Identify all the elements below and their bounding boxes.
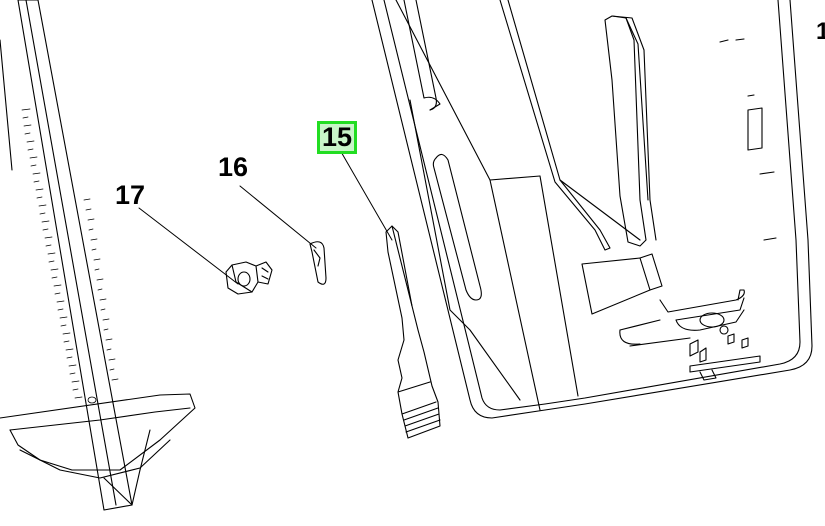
callout-edge: 1 [816,18,825,45]
callout-17: 17 [115,180,146,210]
saw-table-insert [372,0,812,418]
part-16-washer [310,242,326,285]
leader-lines [139,150,392,284]
part-17-knob [226,262,272,294]
callout-16: 16 [218,152,249,182]
part-15-lock-lever [386,226,440,438]
rip-fence-ruler [0,0,195,510]
callout-15: 15 [317,121,358,154]
ruler-scale [22,109,118,403]
